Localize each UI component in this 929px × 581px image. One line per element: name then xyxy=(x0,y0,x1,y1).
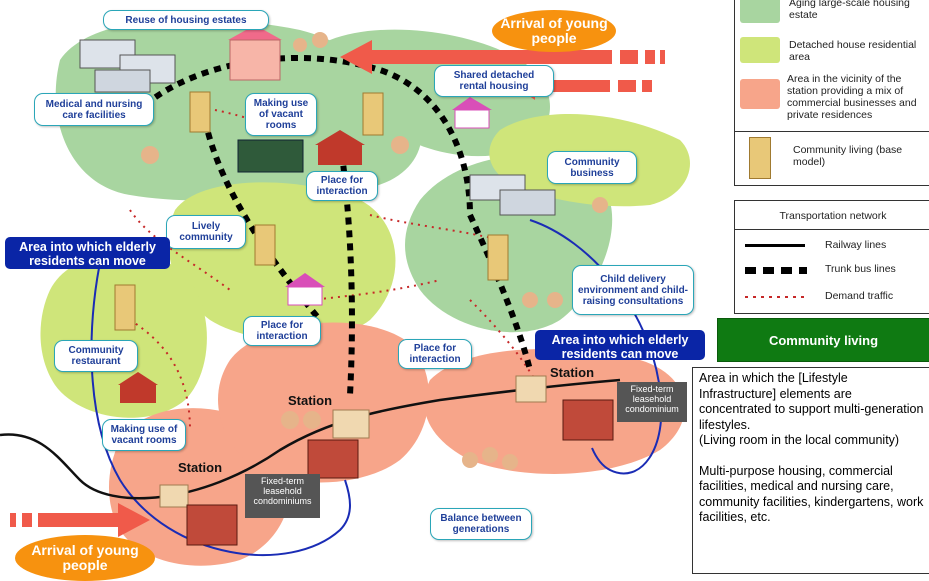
demand-route-6 xyxy=(469,299,536,381)
legend-label-station: Area in the vicinity of the station prov… xyxy=(787,73,917,121)
legend-trunk-bus-line xyxy=(745,267,807,274)
callout-reuse-estates: Reuse of housing estates xyxy=(103,10,269,30)
trunk-bus-left xyxy=(202,119,323,322)
callout-child-delivery: Child delivery environment and child-rai… xyxy=(572,265,694,315)
legend-swatch-station xyxy=(740,79,780,109)
railway-line xyxy=(0,378,621,500)
demand-route-3 xyxy=(369,214,501,241)
legend-label-trunk-bus: Trunk bus lines xyxy=(825,263,896,275)
move-label-left: Area into which elderly residents can mo… xyxy=(5,237,170,269)
callout-place-interaction-mid: Place for interaction xyxy=(243,316,321,346)
legend-label-community-base: Community living (base model) xyxy=(793,144,903,168)
legend-land-use: Aging large-scale housing estate Detache… xyxy=(734,0,929,186)
trunk-bus-right xyxy=(467,213,533,371)
legend-swatch-aging xyxy=(740,0,780,23)
community-building-icons xyxy=(114,91,509,331)
detached-area-left xyxy=(40,252,207,418)
condo-label-right: Fixed-term leasehold condominium xyxy=(617,382,687,422)
legend-label-railway: Railway lines xyxy=(825,239,887,251)
arrival-label-top: Arrival of young people xyxy=(492,10,616,52)
callout-shared-rental: Shared detached rental housing xyxy=(434,65,554,97)
legend-label-detached: Detached house residential area xyxy=(789,39,917,63)
house-icons-red xyxy=(118,130,365,403)
description-paragraph-2: (Living room in the local community) xyxy=(699,433,900,447)
legend-building-icon xyxy=(749,137,771,179)
callout-balance-generations: Balance between generations xyxy=(430,508,532,540)
demand-route-1 xyxy=(129,209,231,291)
arrival-label-bottom: Arrival of young people xyxy=(15,535,155,581)
callout-vacant-rooms-top: Making use of vacant rooms xyxy=(245,93,317,136)
station-label-left: Station xyxy=(178,460,223,475)
legend-demand-line xyxy=(745,296,807,298)
transport-title: Transportation network xyxy=(779,210,887,222)
trunk-bus-loop xyxy=(143,54,473,216)
house-icons-pink xyxy=(285,97,492,306)
estate-buildings-right xyxy=(469,174,556,216)
callout-place-interaction-top: Place for interaction xyxy=(306,171,378,201)
condo-buildings xyxy=(186,399,614,546)
people-figures xyxy=(141,32,608,470)
move-label-right: Area into which elderly residents can mo… xyxy=(535,330,705,361)
demand-route-4 xyxy=(129,319,191,431)
callout-vacant-rooms-bottom: Making use of vacant rooms xyxy=(102,419,186,451)
callout-place-interaction-right: Place for interaction xyxy=(398,339,472,369)
trunk-bus-center xyxy=(337,139,355,396)
estate-buildings-top xyxy=(79,39,176,93)
callout-community-business: Community business xyxy=(547,151,637,184)
description-paragraph-3: Multi-purpose housing, commercial facili… xyxy=(699,463,924,525)
station-zone-center xyxy=(218,322,429,483)
community-living-description: Area in which the [Lifestyle Infrastruct… xyxy=(692,367,929,574)
arrival-arrow-bottom xyxy=(10,503,150,537)
description-paragraph-1: Area in which the [Lifestyle Infrastruct… xyxy=(699,371,924,432)
station-label-right: Station xyxy=(550,365,595,380)
callout-lively-community: Lively community xyxy=(166,215,246,249)
station-label-center: Station xyxy=(288,393,333,408)
station-blocks xyxy=(159,375,547,508)
callout-community-restaurant: Community restaurant xyxy=(54,340,138,372)
community-living-title: Community living xyxy=(717,318,929,362)
condo-label-left: Fixed-term leasehold condominiums xyxy=(245,474,320,518)
callout-medical-care: Medical and nursing care facilities xyxy=(34,93,154,126)
legend-swatch-detached xyxy=(740,37,780,63)
arrival-arrow-top xyxy=(340,40,665,100)
legend-transport: Transportation network Railway lines Tru… xyxy=(734,200,929,314)
legend-railway-line xyxy=(745,244,805,247)
legend-label-demand: Demand traffic xyxy=(825,290,894,302)
legend-label-aging: Aging large-scale housing estate xyxy=(789,0,910,21)
vacant-building-dark xyxy=(237,139,304,173)
house-pink-top xyxy=(228,25,282,81)
